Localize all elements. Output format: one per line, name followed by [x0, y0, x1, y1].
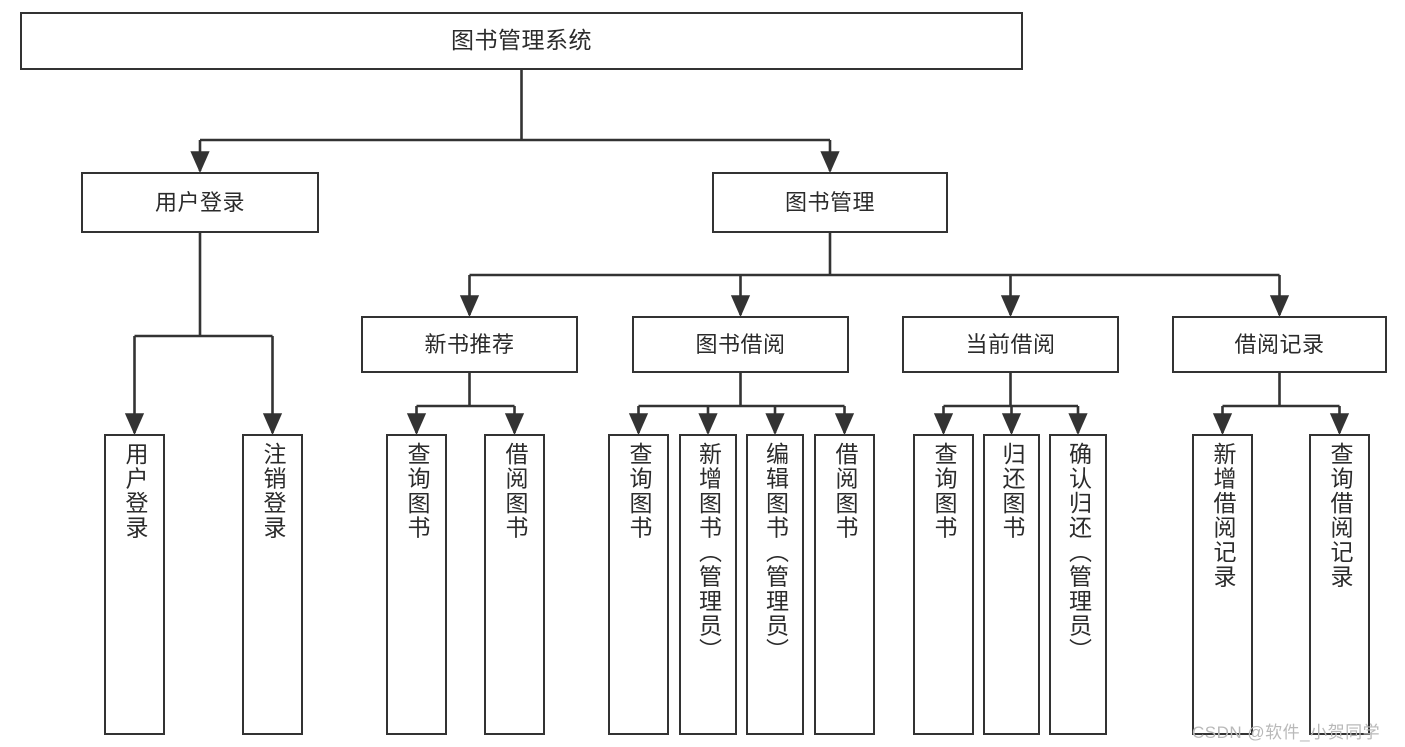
node-leaf-add-record[interactable]: 新增借阅记录 — [1192, 434, 1253, 735]
node-label: 归还图书 — [999, 442, 1025, 540]
node-user-login[interactable]: 用户登录 — [81, 172, 319, 233]
watermark-text: CSDN @软件_小贺同学 — [1192, 723, 1381, 742]
node-book-manage[interactable]: 图书管理 — [712, 172, 948, 233]
node-book-borrow[interactable]: 图书借阅 — [632, 316, 849, 373]
node-leaf-borrow-book-1[interactable]: 借阅图书 — [484, 434, 545, 735]
node-label: 新增图书（管理员） — [695, 442, 722, 663]
node-label: 查询图书 — [404, 442, 430, 540]
node-leaf-borrow-book-2[interactable]: 借阅图书 — [814, 434, 875, 735]
node-root[interactable]: 图书管理系统 — [20, 12, 1023, 70]
node-leaf-query-book-3[interactable]: 查询图书 — [913, 434, 974, 735]
node-label: 新书推荐 — [424, 331, 515, 357]
node-leaf-query-record[interactable]: 查询借阅记录 — [1309, 434, 1370, 735]
node-label: 确认归还（管理员） — [1065, 442, 1092, 663]
node-label: 当前借阅 — [965, 331, 1056, 357]
node-label: 查询借阅记录 — [1327, 442, 1353, 589]
node-label: 图书借阅 — [695, 331, 786, 357]
node-label: 图书管理系统 — [451, 27, 592, 54]
node-label: 借阅图书 — [832, 442, 858, 540]
node-label: 用户登录 — [122, 442, 148, 540]
node-leaf-query-book-2[interactable]: 查询图书 — [608, 434, 669, 735]
node-borrow-record[interactable]: 借阅记录 — [1172, 316, 1387, 373]
node-leaf-user-logout[interactable]: 注销登录 — [242, 434, 303, 735]
node-leaf-return-book[interactable]: 归还图书 — [983, 434, 1040, 735]
edges — [124, 70, 1350, 436]
node-label: 编辑图书（管理员） — [762, 442, 789, 663]
node-label: 新增借阅记录 — [1210, 442, 1236, 589]
node-leaf-query-book-1[interactable]: 查询图书 — [386, 434, 447, 735]
node-label: 注销登录 — [260, 442, 286, 540]
node-label: 图书管理 — [784, 189, 875, 215]
node-label: 用户登录 — [154, 189, 245, 215]
node-current-borrow[interactable]: 当前借阅 — [902, 316, 1119, 373]
node-label: 借阅记录 — [1234, 331, 1325, 357]
node-label: 借阅图书 — [502, 442, 528, 540]
node-leaf-user-login[interactable]: 用户登录 — [104, 434, 165, 735]
node-leaf-edit-book[interactable]: 编辑图书（管理员） — [746, 434, 804, 735]
node-leaf-confirm-return[interactable]: 确认归还（管理员） — [1049, 434, 1107, 735]
node-leaf-add-book[interactable]: 新增图书（管理员） — [679, 434, 737, 735]
node-new-book-recommend[interactable]: 新书推荐 — [361, 316, 578, 373]
node-label: 查询图书 — [931, 442, 957, 540]
node-label: 查询图书 — [626, 442, 652, 540]
